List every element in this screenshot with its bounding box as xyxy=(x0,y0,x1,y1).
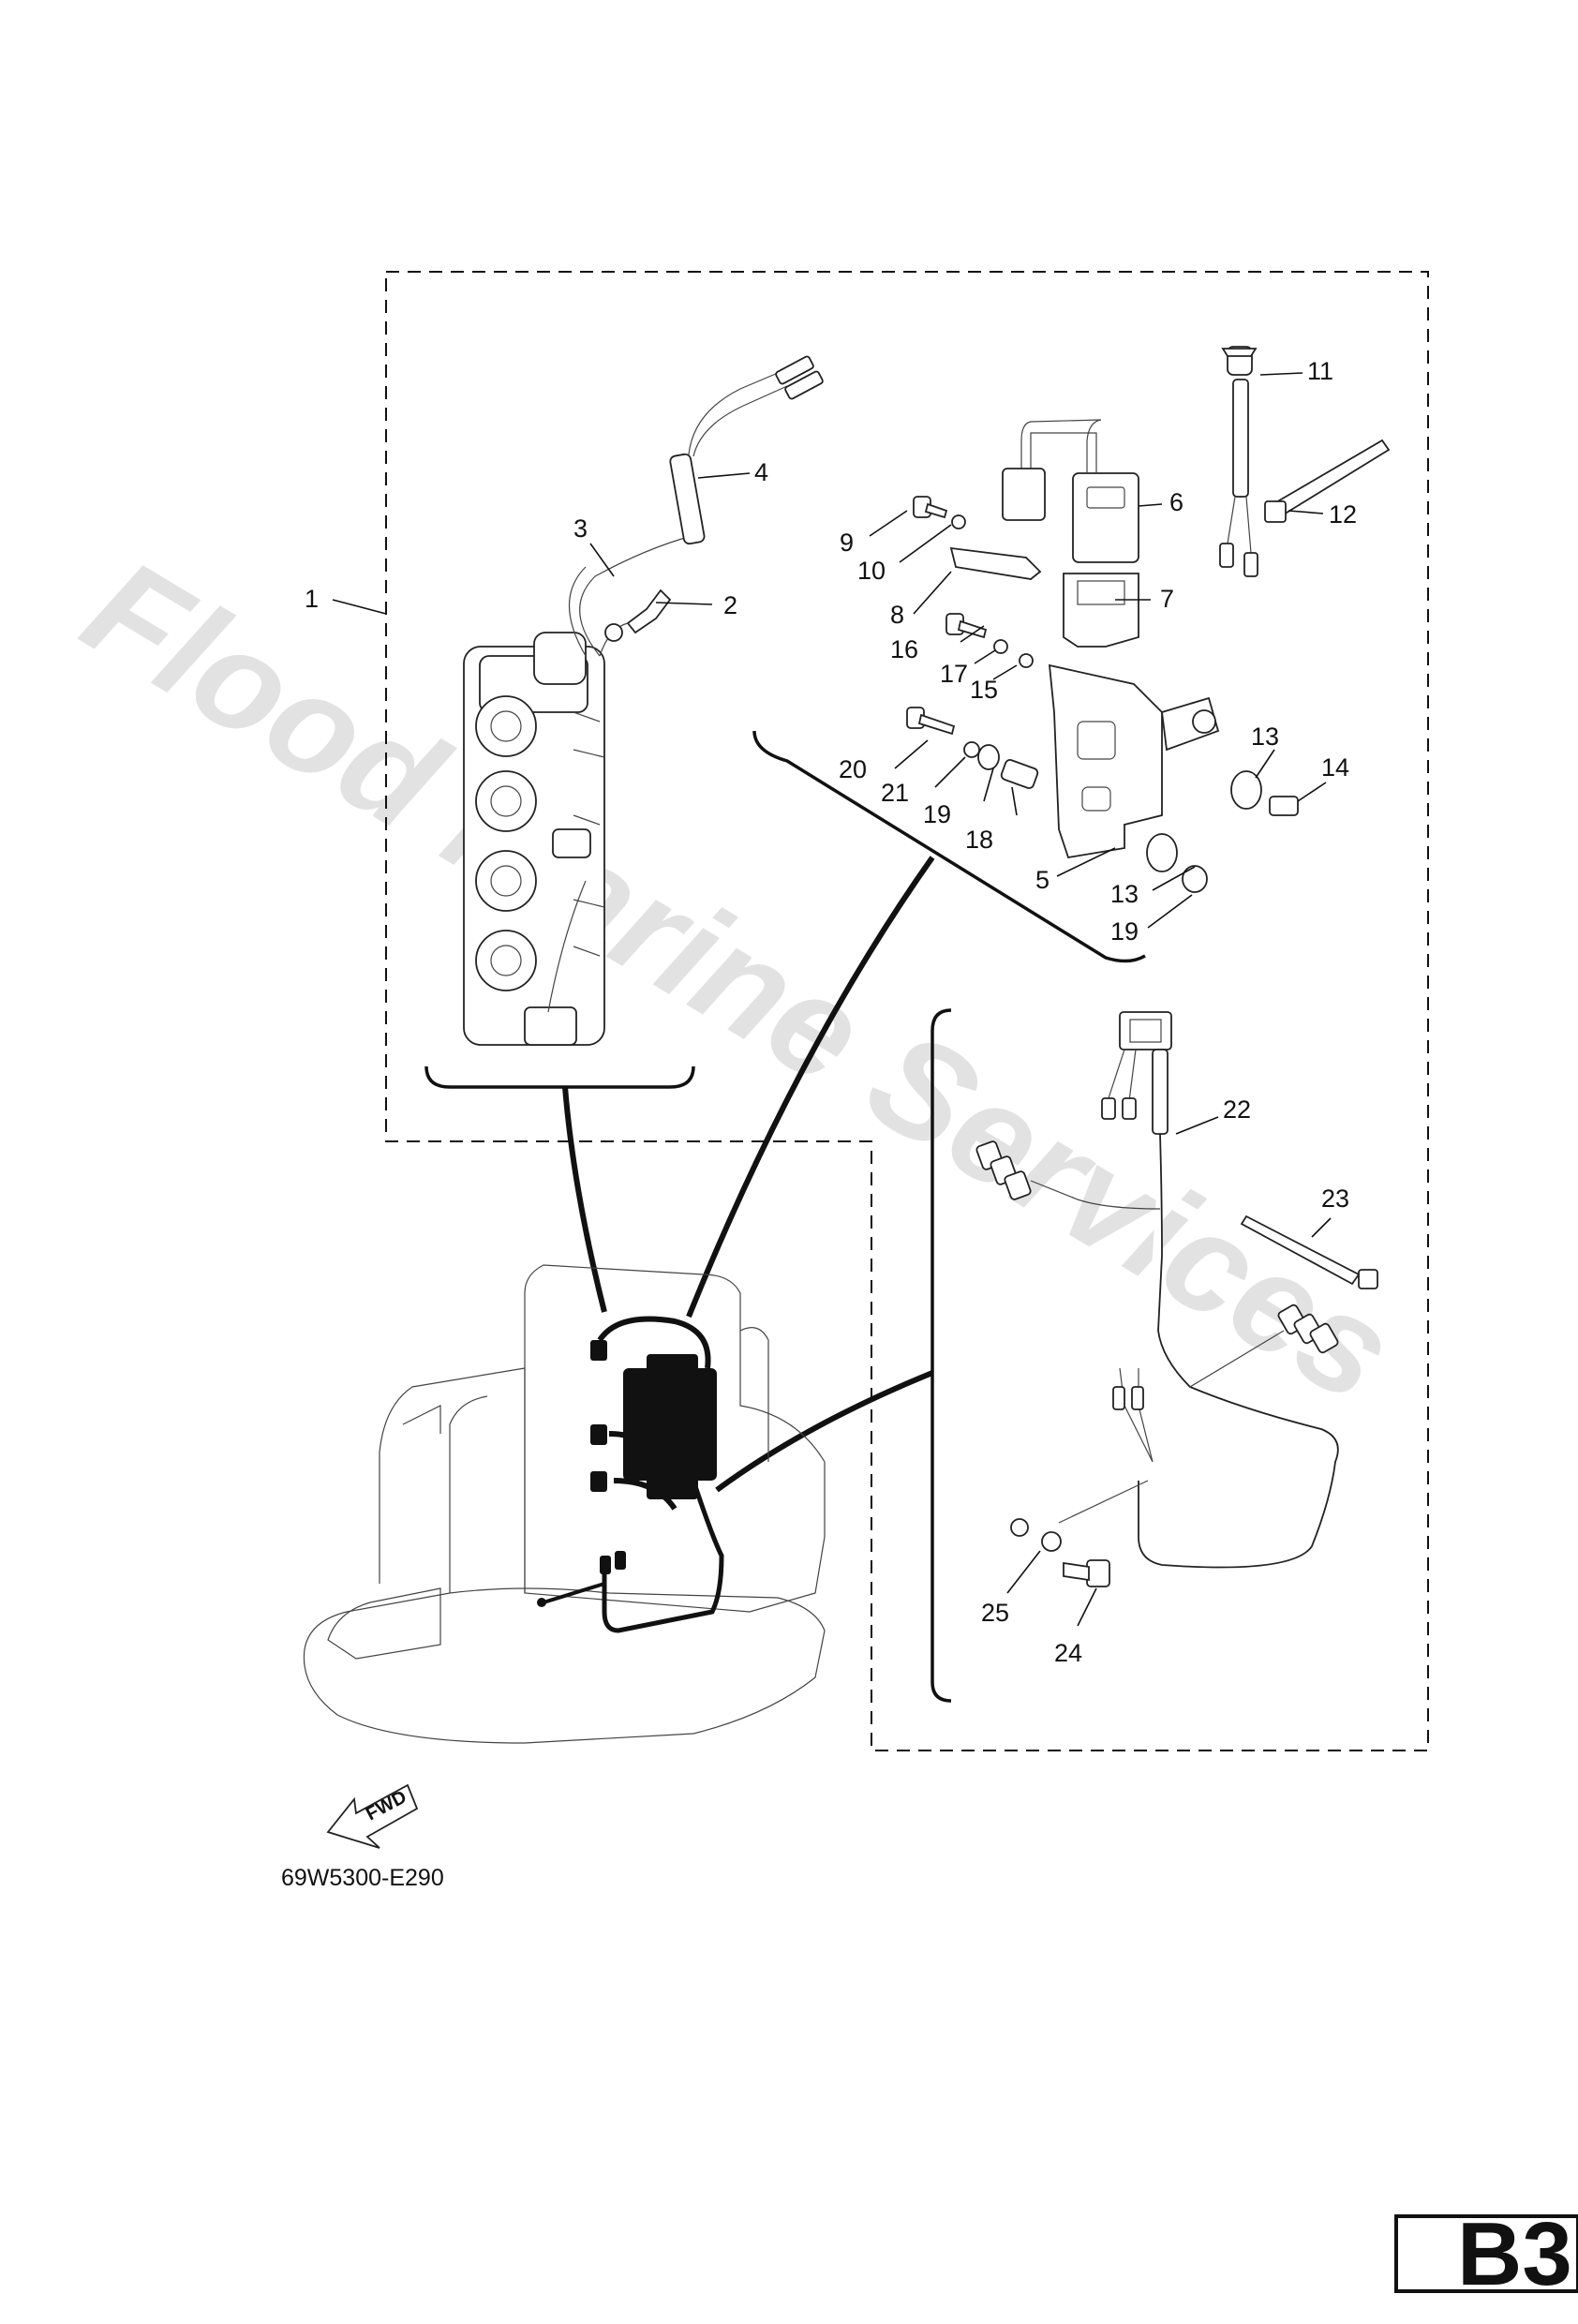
callout-23: 23 xyxy=(1321,1184,1349,1213)
callout-13b: 13 xyxy=(1110,880,1139,908)
callout-4: 4 xyxy=(754,458,768,486)
callout-12: 12 xyxy=(1329,500,1357,529)
callout-9: 9 xyxy=(840,529,854,557)
wire-harness xyxy=(975,1011,1378,1587)
leader-lines xyxy=(332,372,1332,1627)
callout-14: 14 xyxy=(1321,753,1349,782)
callout-6: 6 xyxy=(1169,488,1184,516)
callout-16: 16 xyxy=(890,635,918,663)
bracket-carb xyxy=(424,1065,695,1089)
callout-19: 19 xyxy=(923,800,951,828)
callout-13: 13 xyxy=(1251,723,1279,751)
bracket-harness xyxy=(930,1008,952,1703)
diagram-code: 69W5300-E290 xyxy=(281,1865,444,1891)
connector-harness xyxy=(715,1370,934,1493)
connector-switch xyxy=(686,856,935,1318)
callout-19b: 19 xyxy=(1110,917,1139,946)
callout-5: 5 xyxy=(1035,866,1050,894)
callout-10: 10 xyxy=(857,557,886,585)
callout-11: 11 xyxy=(1307,357,1333,385)
callout-1: 1 xyxy=(305,585,319,613)
callout-20: 20 xyxy=(839,755,867,783)
boundary-dashed xyxy=(385,271,1429,1751)
carburetor-assembly xyxy=(463,632,605,1046)
switch-bracket-assembly xyxy=(906,346,1391,893)
callout-24: 24 xyxy=(1054,1639,1082,1667)
bracket-switch xyxy=(752,730,1146,963)
callout-7: 7 xyxy=(1160,585,1174,613)
callout-15: 15 xyxy=(970,676,998,704)
page-tab-label: B3 xyxy=(1457,2204,1572,2304)
lead-wires xyxy=(569,355,824,657)
watermark: Flood Marine Services xyxy=(60,528,1420,1431)
callout-21: 21 xyxy=(881,779,909,807)
fwd-arrow-icon: FWD xyxy=(326,1783,419,1849)
callout-numbers: 1 2 3 4 5 6 7 8 9 10 11 12 13 14 15 16 1… xyxy=(305,357,1357,1667)
callout-22: 22 xyxy=(1223,1095,1251,1124)
callout-3: 3 xyxy=(573,514,588,543)
connector-carb xyxy=(562,1086,607,1313)
page-tab: B3 xyxy=(1394,2204,1578,2304)
callout-2: 2 xyxy=(723,591,737,619)
callout-18: 18 xyxy=(965,826,993,854)
callout-17: 17 xyxy=(940,660,968,688)
callout-25: 25 xyxy=(981,1599,1009,1627)
engine-bottom-cowling xyxy=(303,1264,826,1744)
callout-8: 8 xyxy=(890,601,904,629)
